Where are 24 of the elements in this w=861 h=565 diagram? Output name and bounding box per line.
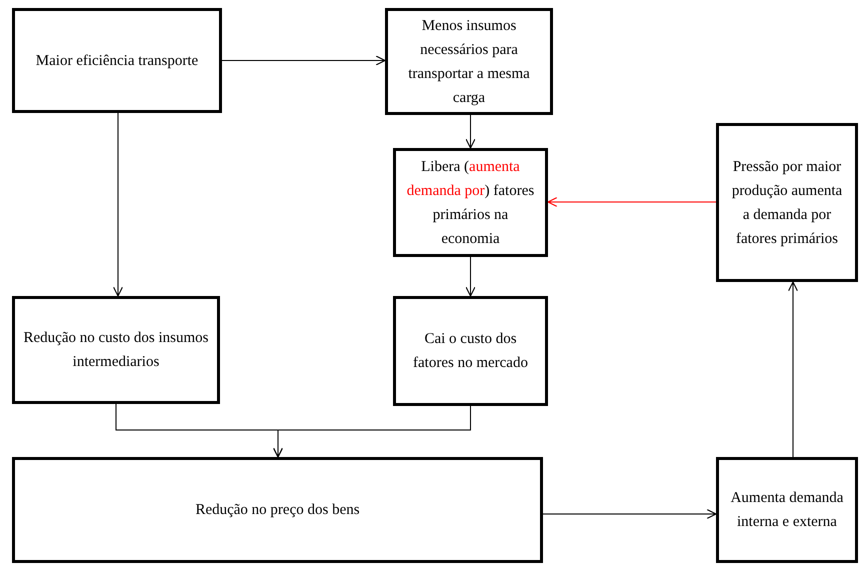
arrow bbox=[542, 508, 717, 520]
process-box bbox=[393, 148, 548, 257]
arrow bbox=[788, 281, 798, 458]
process-box bbox=[716, 457, 858, 563]
process-box bbox=[716, 123, 858, 282]
box-text: Pressão por maior produção aumenta a demanda por fatores primários bbox=[730, 158, 844, 248]
arrow bbox=[547, 196, 716, 208]
process-box bbox=[393, 296, 548, 406]
box-text: Libera (aumenta demanda por) fatores primários na economia bbox=[406, 158, 536, 248]
arrow bbox=[272, 406, 471, 458]
box-text: Redução no custo dos insumos intermediarios bbox=[23, 329, 209, 372]
arrow bbox=[465, 114, 476, 149]
process-box bbox=[12, 457, 543, 563]
box-text: Cai o custo dos fatores no mercado bbox=[412, 330, 529, 373]
box-text: Aumenta demanda interna e externa bbox=[730, 489, 844, 532]
arrow bbox=[222, 55, 386, 66]
box-text: Menos insumos necessários para transportar a mesma carga bbox=[407, 16, 531, 108]
process-box bbox=[12, 8, 222, 113]
arrow bbox=[465, 256, 476, 297]
box-text: Maior eficiência transporte bbox=[36, 52, 198, 70]
box-text: Redução no preço dos bens bbox=[195, 501, 360, 520]
process-box bbox=[385, 8, 553, 115]
process-box bbox=[12, 296, 220, 404]
arrow bbox=[112, 112, 124, 297]
